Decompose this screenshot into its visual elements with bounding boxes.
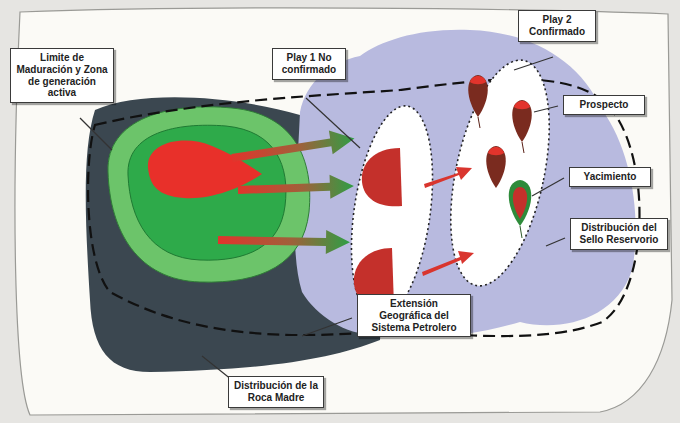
play-1-outline <box>339 101 444 325</box>
prospect-drop <box>512 100 532 153</box>
callout-label: Prospecto <box>569 99 639 111</box>
callout-box: Play 2 Confirmado <box>518 10 596 42</box>
prospect-drop <box>468 75 488 128</box>
callout-box: Distribución de la Roca Madre <box>228 376 324 408</box>
play-1-lead <box>362 148 402 206</box>
callout-box: Prospecto <box>563 95 645 115</box>
maturation-limit <box>108 107 310 282</box>
callout-label: Distribución del Sello Reservorio <box>576 222 662 246</box>
callout-box: Yacimiento <box>569 167 651 187</box>
callout-label: Play 1 No confirmado <box>278 52 340 76</box>
callout-label: Play 2 Confirmado <box>524 14 590 38</box>
callout-box: Distribución del Sello Reservorio <box>570 218 668 250</box>
migration-arrow <box>238 174 355 202</box>
callout-box: Limite de Maduración y Zona de generació… <box>10 48 114 103</box>
callout-box: Play 1 No confirmado <box>272 48 346 80</box>
migration-arrow <box>230 127 356 170</box>
callout-box: Extensión Geográfica del Sistema Petrole… <box>357 294 471 337</box>
leader-lines <box>80 57 565 380</box>
migration-arrow <box>218 228 350 254</box>
prospect-drop <box>486 146 506 188</box>
callout-label: Extensión Geográfica del Sistema Petrole… <box>363 298 465 333</box>
callout-label: Limite de Maduración y Zona de generació… <box>16 52 108 99</box>
play-link-arrow <box>422 167 474 276</box>
callout-label: Yacimiento <box>575 171 645 183</box>
play-2-outline <box>433 51 567 294</box>
field-drop <box>509 180 532 238</box>
callout-label: Distribución de la Roca Madre <box>234 380 318 404</box>
